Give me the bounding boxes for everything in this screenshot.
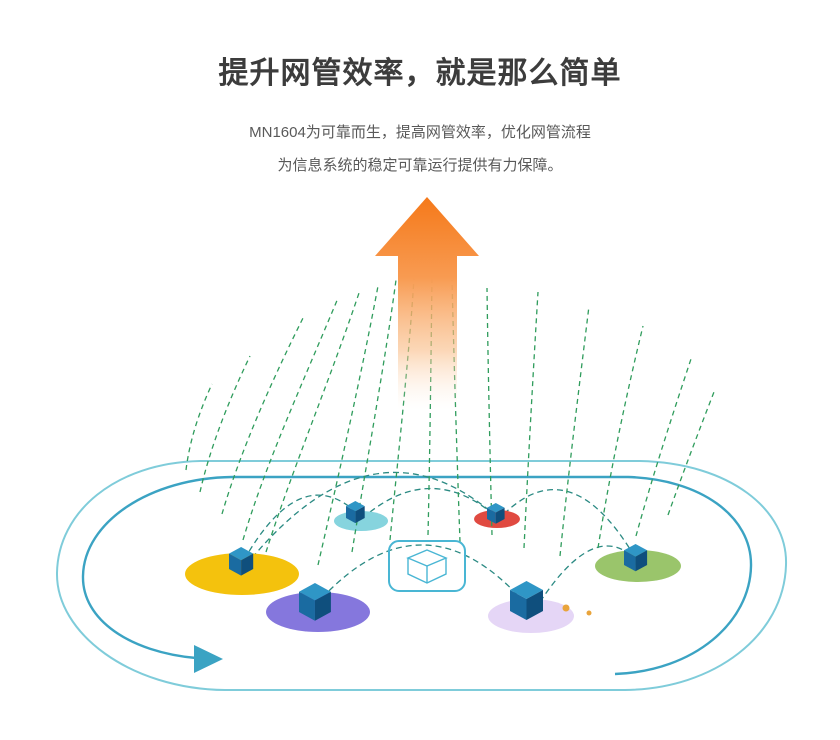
subtitle-line-2: 为信息系统的稳定可靠运行提供有力保障。 (277, 157, 563, 174)
page-title: 提升网管效率，就是那么简单 (218, 57, 622, 90)
platform-flow-arrowhead-icon (194, 645, 223, 673)
wireframe-cube-icon (406, 549, 448, 584)
arc-purple-lavender (321, 544, 525, 603)
arc-red-green (503, 489, 634, 555)
arc-cyan-red (369, 487, 489, 513)
arc-yellow-red (251, 471, 491, 559)
platform-flow-line (81, 475, 753, 676)
arc-yellow-cyan (243, 494, 357, 561)
platform-outline (55, 460, 788, 691)
center-icon-frame (388, 540, 466, 592)
dot-icon (562, 604, 570, 612)
dot-icon (586, 610, 592, 616)
header: 提升网管效率，就是那么简单 MN1604为可靠而生，提高网管效率，优化网管流程 … (0, 0, 840, 182)
subtitle-line-1: MN1604为可靠而生，提高网管效率，优化网管流程 (249, 124, 591, 141)
connection-arcs (243, 471, 635, 603)
up-arrow-icon (375, 197, 479, 410)
arc-lavender-green (539, 545, 635, 603)
center-cube-icon (388, 540, 466, 592)
